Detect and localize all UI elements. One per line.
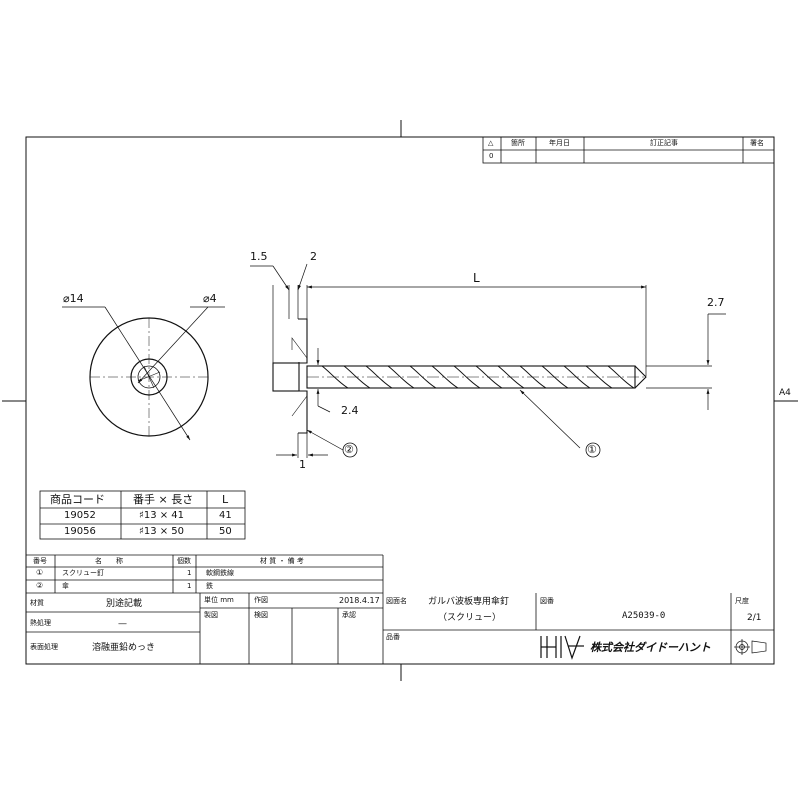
title-drawing-name-label: 図面名: [386, 597, 407, 605]
revision-header-date: 年月日: [549, 139, 570, 147]
size-table-grid: [39, 490, 246, 540]
title-drawing-name-sub: （スクリュー）: [438, 613, 502, 623]
balloon-part1: ①: [587, 443, 597, 456]
size-table-row2-size: ♯13 × 50: [139, 526, 185, 537]
company-name: 株式会社ダイドーハント: [590, 641, 711, 654]
sheet-size-label: A4: [779, 388, 791, 398]
dimension-washer-width: 1: [299, 458, 306, 471]
parts-header-qty: 個数: [177, 557, 191, 565]
parts-row1-name: スクリュー釘: [62, 569, 104, 577]
parts-row1-number: ①: [36, 568, 44, 577]
parts-header-material: 材 質 ・ 備 考: [260, 557, 304, 565]
title-design-label: 製図: [204, 611, 218, 619]
dimension-thread-diameter: 2.7: [707, 296, 725, 309]
revision-header-note: 訂正記事: [650, 139, 678, 147]
parts-row2-number: ②: [36, 581, 44, 590]
title-material-value: 別途記載: [106, 599, 143, 609]
title-block-grid: [26, 593, 774, 664]
size-table-header-size: 番手 × 長さ: [133, 493, 194, 506]
projection-symbol-icon: [734, 639, 767, 655]
balloon-part1-circle: [585, 442, 601, 458]
revision-block: [482, 136, 775, 164]
dimension-washer-gap: 2: [310, 250, 317, 263]
parts-row2-name: 傘: [62, 582, 69, 590]
dimension-head-thickness: 1.5: [250, 250, 268, 263]
revision-header-location: 箇所: [511, 139, 525, 147]
size-table-row2-length: 50: [219, 526, 232, 537]
size-table-row1-length: 41: [219, 510, 232, 521]
parts-row1-qty: 1: [187, 569, 192, 577]
title-material-label: 材質: [30, 599, 44, 607]
title-drawn-label: 作図: [254, 596, 268, 604]
revision-row-number: 0: [489, 152, 494, 160]
balloon-part2: ②: [344, 443, 354, 456]
drawing-frame: [25, 136, 775, 665]
parts-header-name: 名 称: [95, 557, 123, 565]
size-table-header-code: 商品コード: [50, 493, 105, 506]
size-table-header-length: L: [222, 493, 229, 506]
side-view-nail: [272, 318, 647, 434]
title-surface-value: 溶融亜鉛めっき: [92, 643, 156, 653]
title-surface-label: 表面処理: [30, 643, 58, 651]
dimension-shank-diameter: 2.4: [341, 404, 359, 417]
title-heat-label: 熱処理: [30, 619, 51, 627]
parts-header-number: 番号: [33, 557, 47, 565]
title-date: 2018.4.17: [339, 596, 380, 605]
dimension-length: L: [473, 271, 480, 285]
title-drawing-name: ガルバ波板専用傘釘: [428, 597, 510, 607]
title-approve-label: 承認: [342, 611, 356, 619]
title-drawing-no-label: 図番: [540, 597, 554, 605]
revision-header-triangle: △: [488, 139, 494, 147]
title-scale: 2/1: [747, 613, 762, 623]
parts-list-grid: [26, 554, 384, 594]
title-drawing-no: A25039-0: [622, 611, 666, 621]
parts-row2-material: 鉄: [206, 582, 213, 590]
title-check-label: 検図: [254, 611, 268, 619]
parts-row1-material: 軟鋼鉄線: [206, 569, 234, 577]
title-heat-value: —: [118, 619, 127, 629]
revision-header-signature: 署名: [750, 139, 764, 147]
dimension-outer-diameter: ⌀14: [63, 292, 84, 305]
title-unit-label: 単位 mm: [204, 596, 234, 604]
title-item-no-label: 品番: [386, 633, 400, 641]
dimension-inner-diameter: ⌀4: [203, 292, 217, 305]
title-scale-label: 尺度: [735, 597, 749, 605]
parts-row2-qty: 1: [187, 582, 192, 590]
front-view: [62, 306, 225, 441]
side-view-dimensions: [250, 263, 726, 458]
size-table-row1-size: ♯13 × 41: [139, 510, 185, 521]
company-logo-mark: [540, 635, 584, 660]
balloon-part2-circle: [342, 442, 358, 458]
size-table-row1-code: 19052: [64, 510, 96, 521]
size-table-row2-code: 19056: [64, 526, 96, 537]
